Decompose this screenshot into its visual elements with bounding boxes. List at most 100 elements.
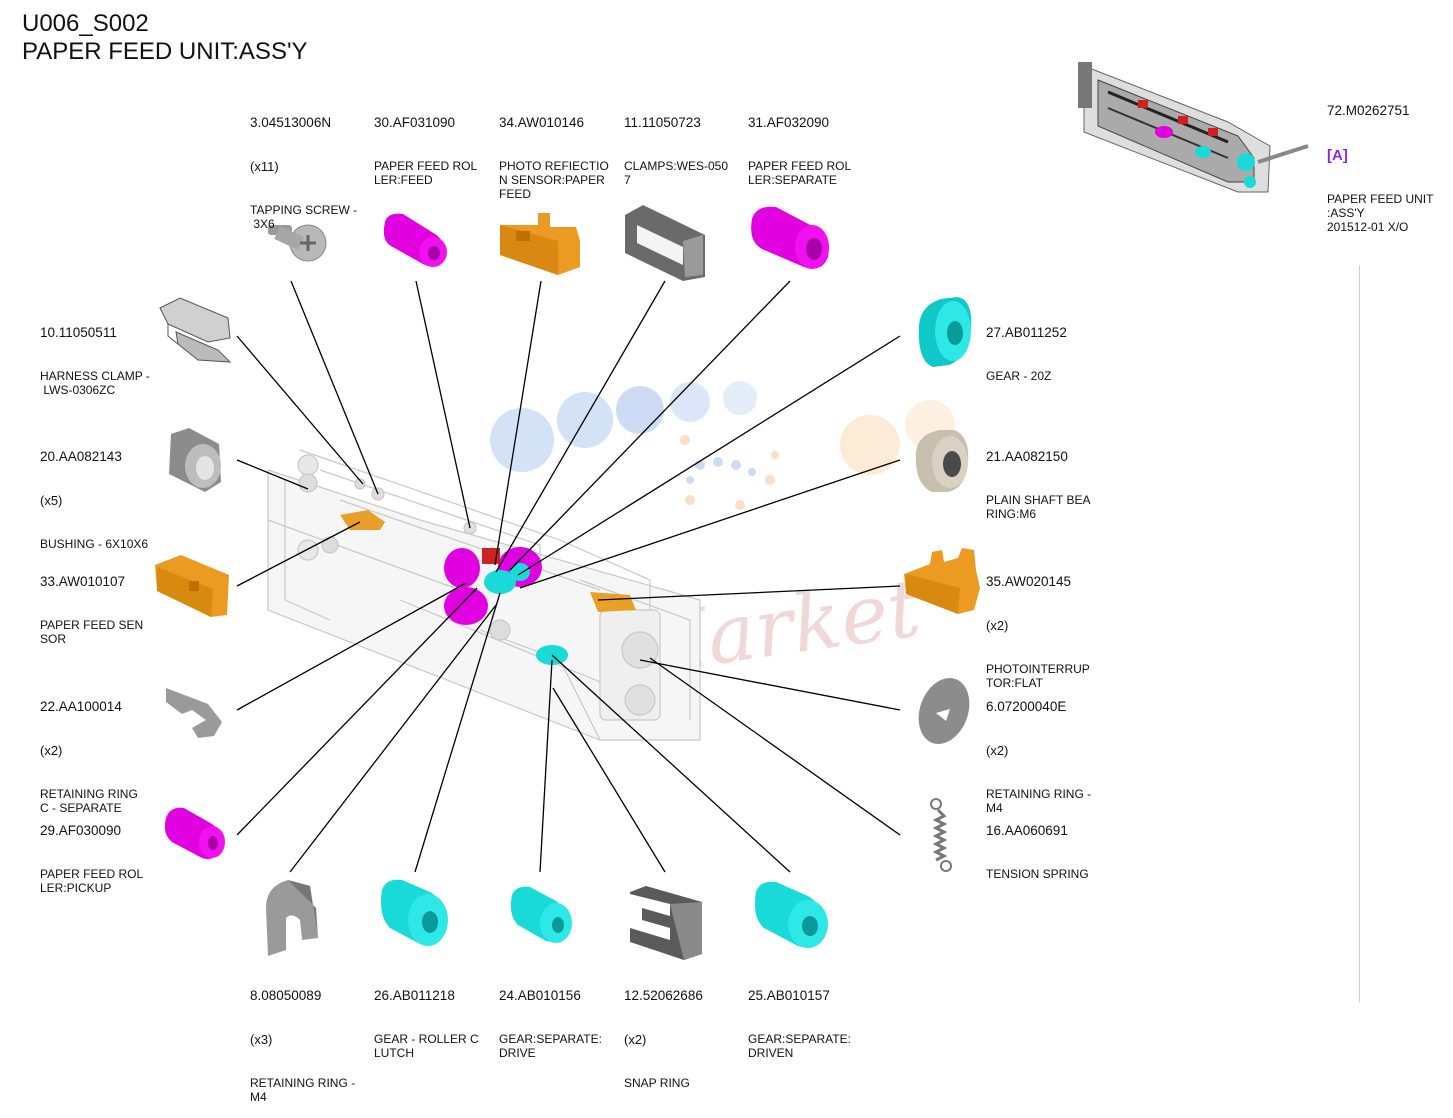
part-qty: (x11): [250, 159, 279, 174]
part-number: 12.52062686: [624, 988, 703, 1003]
part-number: 11.11050723: [624, 115, 701, 130]
watermark-logo: [490, 381, 955, 510]
part-label-31: 31.AF032090 PAPER FEED ROL LER:SEPARATE: [748, 86, 851, 201]
sensor-icon: [155, 555, 229, 617]
part-name: PHOTOINTERRUP TOR:FLAT: [986, 662, 1090, 690]
assembly-text: PAPER FEED UNIT :ASS'Y 201512-01 X/O: [1327, 192, 1434, 234]
screw-icon: [268, 224, 327, 262]
part-name: BUSHING - 6X10X6: [40, 537, 149, 551]
part-number: 31.AF032090: [748, 115, 830, 130]
roller-icon: [751, 206, 829, 269]
gear-icon: [918, 297, 972, 367]
paper-feed-unit-assembly: [267, 449, 701, 741]
part-name: HARNESS CLAMP - LWS-0306ZC: [40, 369, 150, 397]
part-number: 27.AB011252: [986, 325, 1067, 340]
part-name: PAPER FEED SEN SOR: [40, 618, 144, 646]
part-number: 29.AF030090: [40, 823, 122, 838]
bearing-icon: [915, 430, 969, 492]
retaining-ring-icon: [266, 880, 318, 956]
part-number: 34.AW010146: [499, 115, 585, 130]
part-name: GEAR:SEPARATE: DRIVE: [499, 1032, 602, 1060]
gear-icon: [510, 886, 572, 943]
leader-lines: [236, 280, 901, 873]
part-number: 21.AA082150: [986, 449, 1068, 464]
part-label-16: 16.AA060691 TENSION SPRING: [986, 794, 1089, 895]
part-label-26: 26.AB011218 GEAR - ROLLER C LUTCH: [374, 959, 479, 1074]
part-label-21: 21.AA082150 PLAIN SHAFT BEA RING:M6: [986, 420, 1090, 535]
part-label-29: 29.AF030090 PAPER FEED ROL LER:PICKUP: [40, 794, 143, 909]
part-name: PAPER FEED ROL LER:PICKUP: [40, 867, 144, 895]
part-name: PAPER FEED ROL LER:FEED: [374, 159, 478, 187]
part-number: 35.AW020145: [986, 574, 1072, 589]
part-label-10: 10.11050511 HARNESS CLAMP - LWS-0306ZC: [40, 296, 150, 411]
e-ring-icon: [918, 678, 970, 744]
part-qty: (x2): [986, 743, 1009, 758]
assembly-colored-parts: [340, 510, 636, 665]
part-qty: (x2): [624, 1032, 647, 1047]
bushing-icon: [169, 428, 221, 492]
part-name: PAPER FEED ROL LER:SEPARATE: [748, 159, 852, 187]
gear-icon: [381, 879, 448, 946]
part-name: RETAINING RING C - SEPARATE: [40, 787, 138, 815]
part-number: 30.AF031090: [374, 115, 456, 130]
part-label-24: 24.AB010156 GEAR:SEPARATE: DRIVE: [499, 959, 602, 1074]
part-number: 10.11050511: [40, 325, 117, 340]
divider-line: [1359, 265, 1360, 1002]
part-number: 20.AA082143: [40, 449, 122, 464]
roller-icon: [164, 807, 225, 859]
photointerrupter-icon: [904, 548, 980, 614]
part-name: GEAR - ROLLER C LUTCH: [374, 1032, 479, 1060]
part-name: PHOTO REFIECTIO N SENSOR:PAPER FEED: [499, 159, 609, 201]
harness-clamp-icon: [159, 297, 232, 363]
part-number: 22.AA100014: [40, 699, 122, 714]
part-number: 24.AB010156: [499, 988, 581, 1003]
part-label-3: 3.04513006N (x11) TAPPING SCREW - 3X6: [250, 86, 357, 245]
diagram-code: U006_S002: [22, 10, 149, 37]
part-name: GEAR:SEPARATE: DRIVEN: [748, 1032, 851, 1060]
spring-icon: [930, 798, 952, 872]
part-name: CLAMPS:WES-050 7: [624, 159, 729, 187]
assembly-number: 72.M0262751: [1327, 103, 1410, 118]
part-qty: (x2): [986, 618, 1009, 633]
part-label-35: 35.AW020145 (x2) PHOTOINTERRUP TOR:FLAT: [986, 545, 1090, 704]
gear-icon: [755, 881, 828, 948]
part-number: 6.07200040E: [986, 699, 1067, 714]
part-label-27: 27.AB011252 GEAR - 20Z: [986, 296, 1067, 397]
c-ring-icon: [166, 688, 222, 738]
assembly-label: 72.M0262751 [A] PAPER FEED UNIT :ASS'Y 2…: [1327, 74, 1433, 248]
assembly-tag: [A]: [1327, 147, 1348, 164]
part-label-33: 33.AW010107 PAPER FEED SEN SOR: [40, 545, 143, 660]
part-number: 25.AB010157: [748, 988, 830, 1003]
part-name: PLAIN SHAFT BEA RING:M6: [986, 493, 1091, 521]
part-label-22: 22.AA100014 (x2) RETAINING RING C - SEPA…: [40, 670, 138, 829]
part-name: RETAINING RING - M4: [986, 787, 1092, 815]
snap-ring-icon: [630, 886, 702, 960]
part-name: RETAINING RING - M4: [250, 1076, 356, 1104]
exploded-view-diagram: Market: [155, 62, 1309, 960]
part-label-34: 34.AW010146 PHOTO REFIECTIO N SENSOR:PAP…: [499, 86, 609, 215]
roller-icon: [383, 213, 447, 267]
part-name: SNAP RING: [624, 1076, 690, 1090]
clamp-icon: [625, 205, 705, 281]
part-label-8: 8.08050089 (x3) RETAINING RING - M4: [250, 959, 355, 1118]
part-label-6: 6.07200040E (x2) RETAINING RING - M4: [986, 670, 1091, 829]
sensor-icon: [500, 213, 580, 275]
part-label-20: 20.AA082143 (x5) BUSHING - 6X10X6: [40, 420, 148, 565]
part-label-12: 12.52062686 (x2) SNAP RING: [624, 959, 703, 1104]
part-name: TENSION SPRING: [986, 867, 1089, 881]
part-qty: (x3): [250, 1032, 273, 1047]
part-label-30: 30.AF031090 PAPER FEED ROL LER:FEED: [374, 86, 477, 201]
part-number: 16.AA060691: [986, 823, 1068, 838]
part-label-11: 11.11050723 CLAMPS:WES-050 7: [624, 86, 728, 201]
part-number: 33.AW010107: [40, 574, 126, 589]
part-name: TAPPING SCREW - 3X6: [250, 203, 358, 231]
part-qty: (x5): [40, 493, 63, 508]
part-name: GEAR - 20Z: [986, 369, 1052, 383]
part-qty: (x2): [40, 743, 63, 758]
part-number: 3.04513006N: [250, 115, 332, 130]
part-label-25: 25.AB010157 GEAR:SEPARATE: DRIVEN: [748, 959, 851, 1074]
part-number: 8.08050089: [250, 988, 322, 1003]
part-number: 26.AB011218: [374, 988, 455, 1003]
page-title: PAPER FEED UNIT:ASS'Y: [22, 38, 308, 65]
assembly-thumbnail: [1078, 62, 1309, 193]
